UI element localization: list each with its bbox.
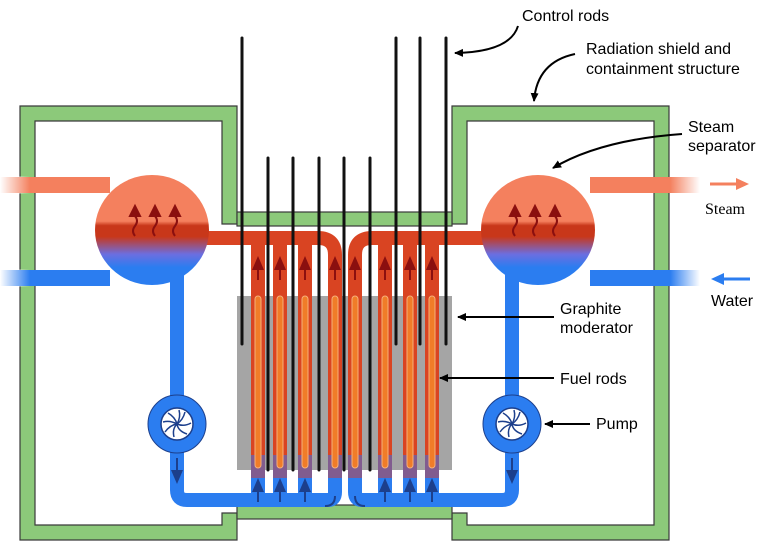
steam-separator-label-line2: separator [688, 138, 756, 155]
fuel-rods-label: Fuel rods [560, 371, 627, 388]
downcomer-arrows [171, 458, 518, 484]
water-in-label: Water [711, 293, 754, 310]
graphite-moderator-label-line1: Graphite [560, 301, 621, 318]
graphite-moderator-label-line2: moderator [560, 320, 634, 337]
steam-out-arrow [710, 178, 749, 190]
steam-rising-arrows [128, 203, 562, 237]
control-rods [240, 36, 448, 472]
external-pipes [0, 176, 700, 287]
containment-label-line1: Radiation shield and [586, 41, 731, 58]
water-in-arrow [711, 273, 750, 285]
steam-out-label: Steam [705, 201, 746, 218]
return-bend-arrows [324, 495, 366, 507]
pump-label: Pump [596, 416, 638, 433]
inlet-flow-arrows [252, 478, 438, 502]
control-rods-label: Control rods [522, 8, 609, 25]
callout-lines [439, 25, 683, 428]
pump-left [147, 394, 207, 454]
steam-separator-right [481, 175, 595, 285]
containment-label-line2: containment structure [586, 61, 740, 78]
steam-separator-left [95, 175, 209, 285]
steam-separator-label-line1: Steam [688, 119, 734, 136]
channel-flow-arrows [252, 256, 438, 280]
pump-right [482, 394, 542, 454]
fuel-rods [254, 295, 436, 469]
